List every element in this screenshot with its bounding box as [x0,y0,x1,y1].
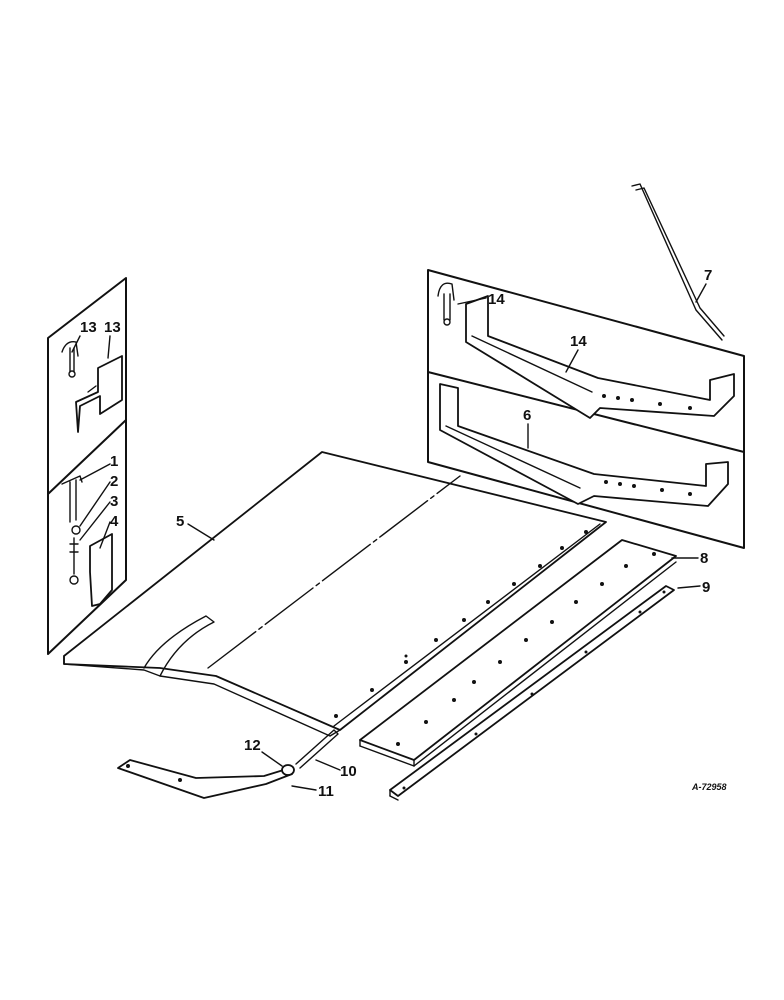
callout-13: 13 [104,319,121,336]
callout-10: 10 [340,763,357,780]
part-14-clip-left [61,341,79,378]
part-3-bolt [69,537,79,585]
part-13-bracket [75,355,123,433]
callout-5: 5 [176,513,184,530]
part-6-rail [439,383,729,507]
part-7-rod [631,183,725,341]
part-10-rod [295,729,341,771]
callout-11: 11 [318,783,334,800]
callout-1: 1 [110,453,118,470]
part-14-clip-right [437,282,455,326]
part-5-plate [63,451,607,737]
part-2-washer [71,525,81,535]
callout-2: 2 [110,473,118,490]
part-1-clip [61,475,83,523]
right-inset-panel [427,269,745,549]
callout-3: 3 [110,493,118,510]
callout-9: 9 [702,579,710,596]
left-inset-panel [47,277,127,655]
callout-7: 7 [704,267,712,284]
drawing-reference: A-72958 [691,782,727,792]
part-8-strip [359,539,699,767]
callout-15: 14 [570,333,587,350]
part-12-cap [261,751,295,776]
callout-4: 4 [110,513,119,530]
callout-12-label: 12 [244,737,261,754]
callout-8: 8 [700,550,708,567]
callout-6: 6 [523,407,531,424]
part-9-bar [389,585,701,801]
part-4-bracket [89,533,113,607]
callout-14-left: 13 [80,319,97,336]
part-15-rail [465,295,735,419]
callout-14-right: 14 [488,291,505,308]
